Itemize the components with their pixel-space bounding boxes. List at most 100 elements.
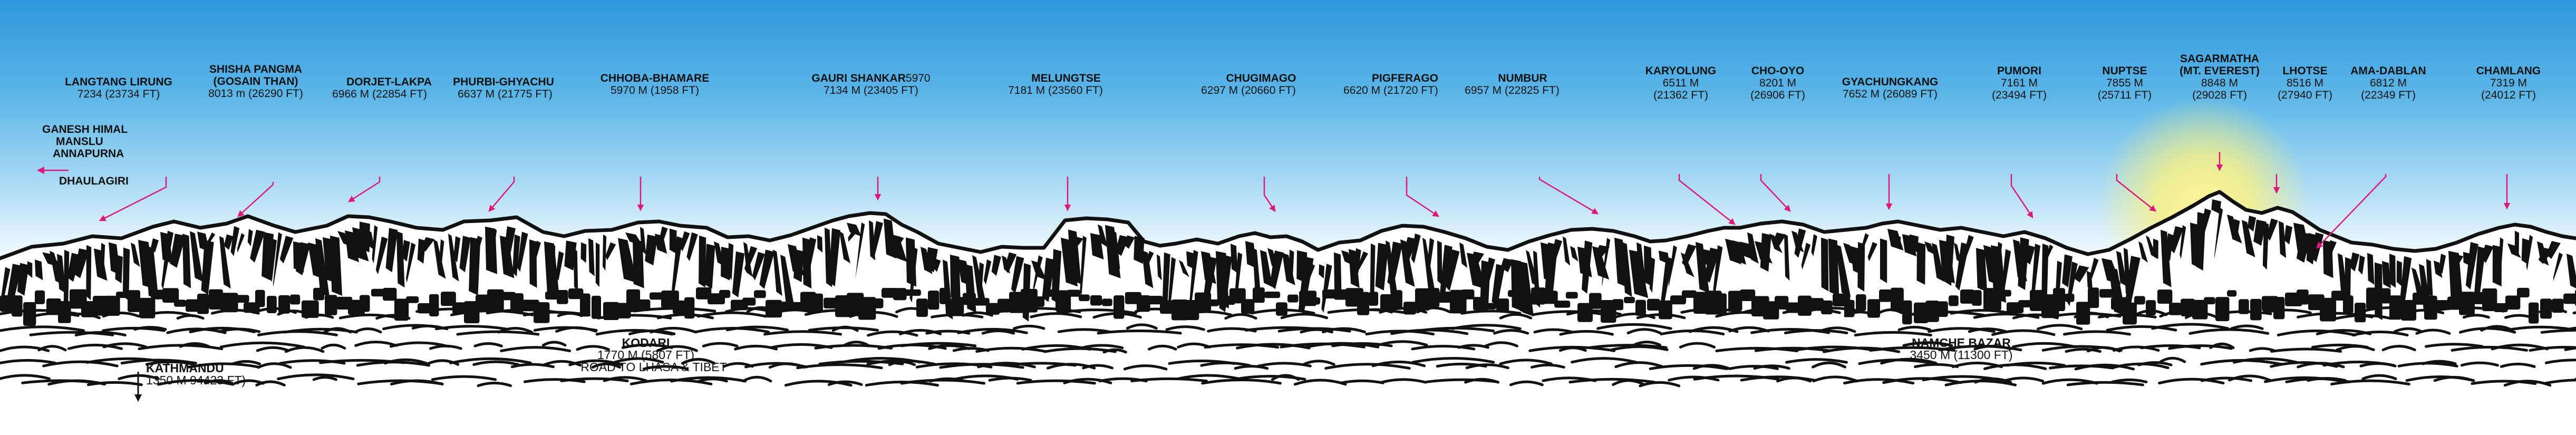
rock-stroke [1446,249,1460,292]
rock-stroke [839,231,850,264]
valley-stroke [174,299,186,307]
foothill-stroke [1754,346,1831,352]
foothill-stroke [2471,380,2537,385]
foothill-stroke [2168,344,2233,350]
valley-stroke [1102,298,1112,306]
rock-stroke [1593,245,1610,260]
rock-stroke [595,242,600,287]
place-name: NAMCHE BAZAR [1912,336,2011,350]
place-kodari: KODARI 1770 M (5807 FT) ROAD TO LHASA & … [580,336,727,374]
rock-stroke [2018,237,2029,290]
foothill-stroke [1224,313,1257,320]
pointer-line [2010,174,2033,219]
valley-stroke [1090,295,1102,306]
foothill-stroke [1302,360,1335,366]
foothill-stroke [542,341,567,347]
valley-stroke [1972,290,1982,306]
rock-stroke [86,245,92,301]
foothill-stroke [390,379,444,386]
rock-stroke [1235,252,1243,293]
foothill-stroke [2359,362,2397,368]
rock-stroke [512,234,520,277]
foothill-stroke [0,374,51,380]
foothill-stroke [1532,310,1607,316]
rock-stroke [1622,241,1632,297]
foothill-stroke [338,313,401,320]
valley-stroke [1264,292,1281,298]
valley-stroke [2366,287,2380,310]
valley-stroke [626,289,641,312]
peak-label-melungtse: MELUNGTSE 7181 M (23560 FT) [1008,72,1103,96]
rock-stroke [1123,235,1135,249]
valley-stroke [1531,287,1546,305]
valley-stroke [1566,292,1578,299]
valley-stroke [2204,297,2215,305]
foothill-stroke [1753,364,1790,370]
foothill-stroke [2159,356,2186,363]
foothill-stroke [1411,345,1476,351]
foothill-stroke [435,325,507,331]
foothill-stroke [2230,324,2264,330]
foothill-stroke [1499,313,1533,320]
rock-stroke [2116,250,2128,287]
foothill-stroke [1614,361,1664,369]
rock-stroke [605,242,616,260]
peak-elevation: 6637 M (21775 FT) [458,88,553,100]
peak-elevation-ft: (22349 FT) [2361,89,2416,101]
foothill-stroke [2361,306,2415,313]
rock-stroke [780,255,795,306]
rock-stroke [1357,251,1368,272]
rock-stroke [1551,239,1563,263]
rock-stroke [1157,254,1162,281]
peak-name: DORJET-LAKPA [346,76,432,88]
rock-stroke [2367,253,2375,285]
valley-stroke [2343,295,2354,314]
range-manslu: MANSLU [56,136,103,148]
rock-stroke [1134,236,1145,264]
valley-stroke [1311,297,1321,305]
foothill-stroke [86,381,143,386]
valley-stroke [1137,295,1150,312]
rock-stroke [848,228,859,242]
foothill-stroke [1533,328,1574,334]
foothill-stroke [939,363,1024,369]
valley-stroke [1253,287,1265,303]
rock-stroke [359,221,370,253]
foothill-stroke [1180,310,1233,316]
valley-stroke [1612,299,1623,311]
foothill-stroke [1566,309,1622,316]
valley-stroke [1937,301,1948,317]
rock-stroke [1563,236,1571,266]
foothill-stroke [900,342,977,347]
foothill-stroke [157,379,235,386]
peak-name: GYACHUNGKANG [1842,76,1938,88]
foothill-stroke [145,360,196,366]
rock-stroke [1747,232,1759,264]
valley-stroke [754,290,766,298]
peak-name: PHURBI-GHYACHU [453,76,554,88]
rock-stroke [2284,225,2293,245]
rock-stroke [2396,260,2402,286]
valley-stroke [1717,293,1727,314]
foothill-stroke [1324,363,1411,370]
rock-stroke [115,255,123,284]
valley-stroke [998,298,1011,313]
rock-stroke [1319,264,1325,279]
rock-stroke [854,222,865,283]
foothill-stroke [1509,380,1544,386]
rock-stroke [57,254,66,294]
range-annapurna: ANNAPURNA [53,148,124,160]
valley-stroke [2018,300,2033,307]
foothill-stroke [568,359,624,366]
valley-stroke [592,295,602,319]
foothill-stroke [1950,308,2014,315]
rock-stroke [580,242,587,263]
rock-stroke [201,240,214,295]
rock-stroke [1857,242,1865,292]
valley-stroke [93,295,108,316]
foothill-stroke [796,363,883,370]
rock-stroke [978,262,984,297]
foothill-stroke [2393,327,2423,333]
valley-stroke [1949,295,1959,306]
rock-stroke [1387,241,1403,287]
